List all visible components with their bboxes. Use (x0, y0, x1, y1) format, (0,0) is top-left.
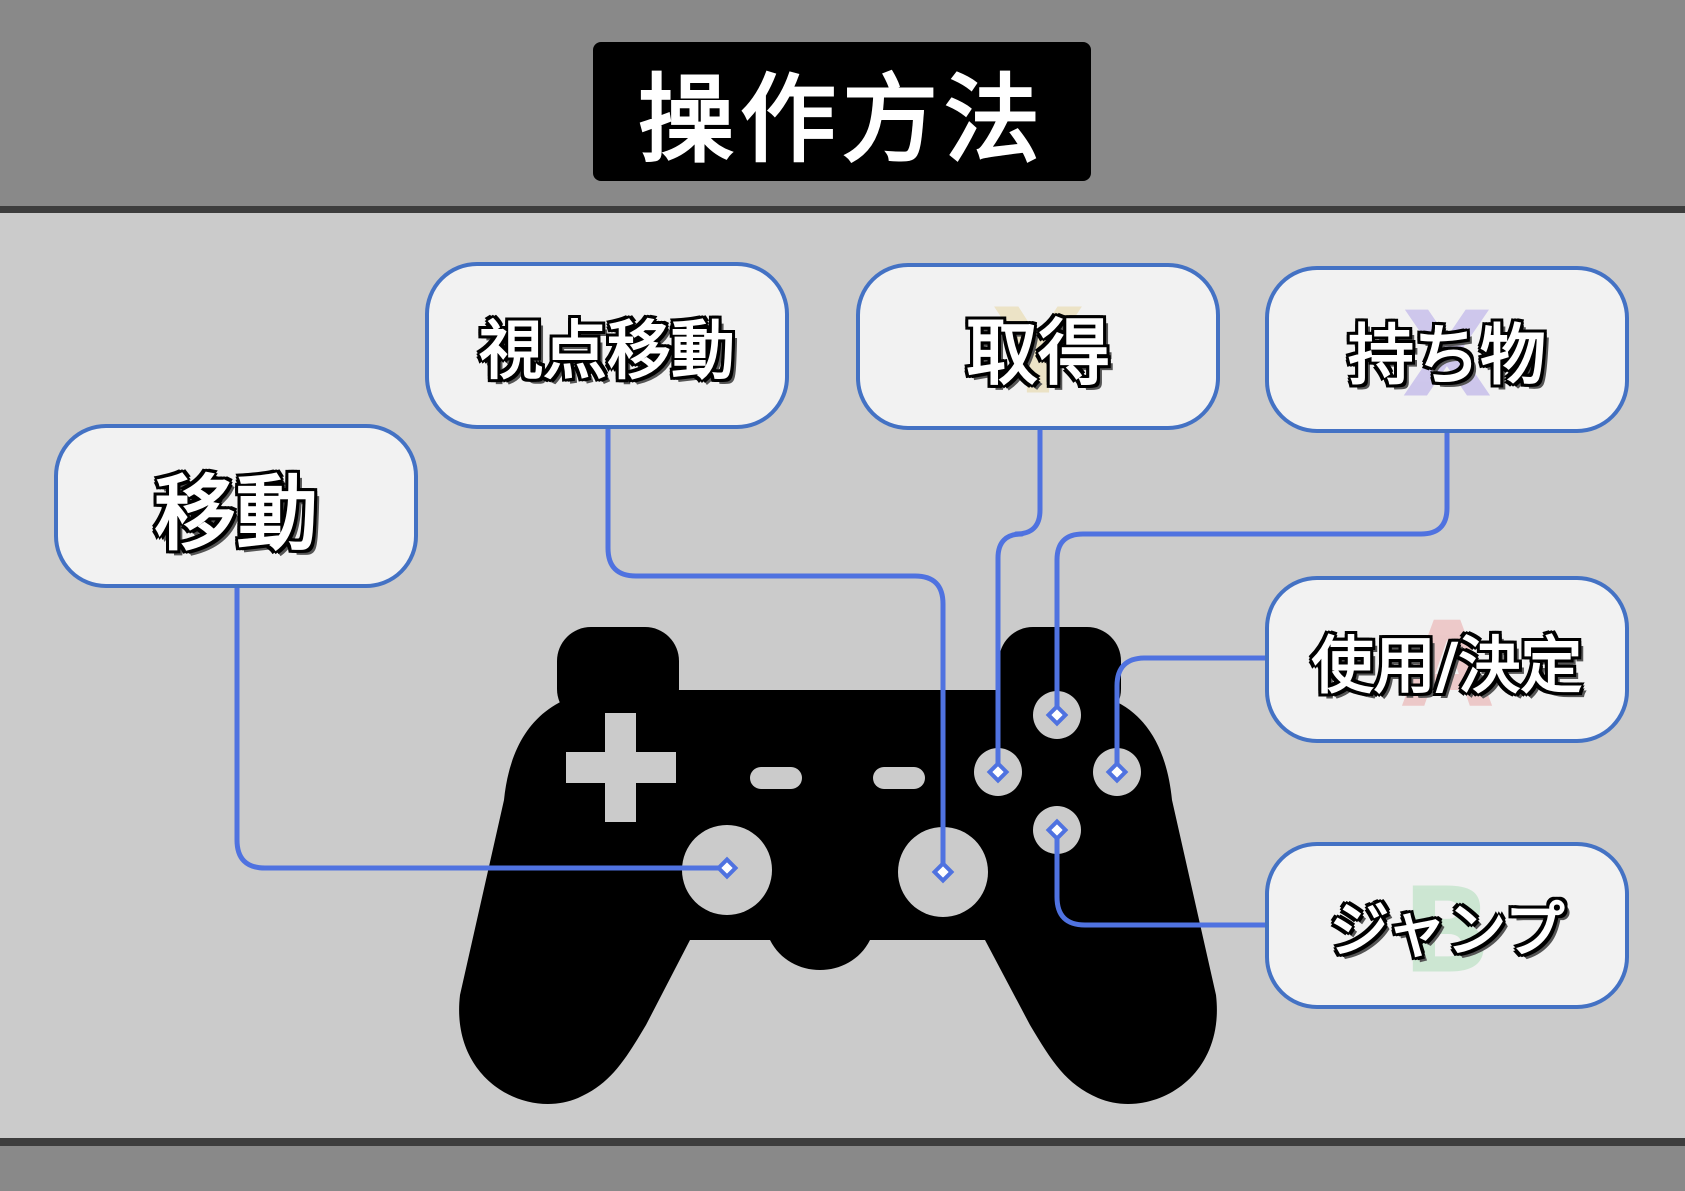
connector-use (1114, 655, 1275, 772)
label-camera-text: 視点移動 (479, 314, 735, 389)
label-pickup-text: 取得 (965, 311, 1110, 395)
diamond-marker-icon (715, 856, 739, 880)
start-button (873, 767, 925, 789)
diamond-marker-icon (931, 860, 955, 884)
dpad-icon (566, 713, 676, 822)
connector-move (234, 566, 727, 871)
diamond-marker-icon (1045, 818, 1069, 842)
label-jump: B ジャンプ (1265, 842, 1629, 1009)
label-camera: 視点移動 (425, 262, 789, 429)
connector-pickup (995, 413, 1043, 772)
header-divider (0, 206, 1685, 213)
connector-camera (605, 401, 946, 872)
connector-inventory (1054, 402, 1450, 715)
label-use: A 使用/決定 (1265, 576, 1629, 743)
page-title: 操作方法 (638, 64, 1046, 176)
diamond-marker-icon (1105, 760, 1129, 784)
footer-divider (0, 1138, 1685, 1146)
label-inventory-text: 持ち物 (1348, 316, 1546, 394)
connector-jump (1054, 830, 1275, 928)
controller-body (459, 690, 1217, 1104)
diamond-marker-icon (986, 760, 1010, 784)
select-button (750, 767, 802, 789)
label-inventory: X 持ち物 (1265, 266, 1629, 433)
label-pickup: Y 取得 (856, 263, 1220, 430)
label-use-text: 使用/決定 (1311, 628, 1583, 702)
gamepad-icon (459, 627, 1217, 1104)
diamond-marker-icon (1045, 703, 1069, 727)
label-move-text: 移動 (153, 466, 318, 562)
label-jump-text: ジャンプ (1329, 896, 1565, 966)
label-move: 移動 (54, 424, 418, 588)
page-title-box: 操作方法 (593, 42, 1091, 181)
footer-band (0, 1146, 1685, 1191)
